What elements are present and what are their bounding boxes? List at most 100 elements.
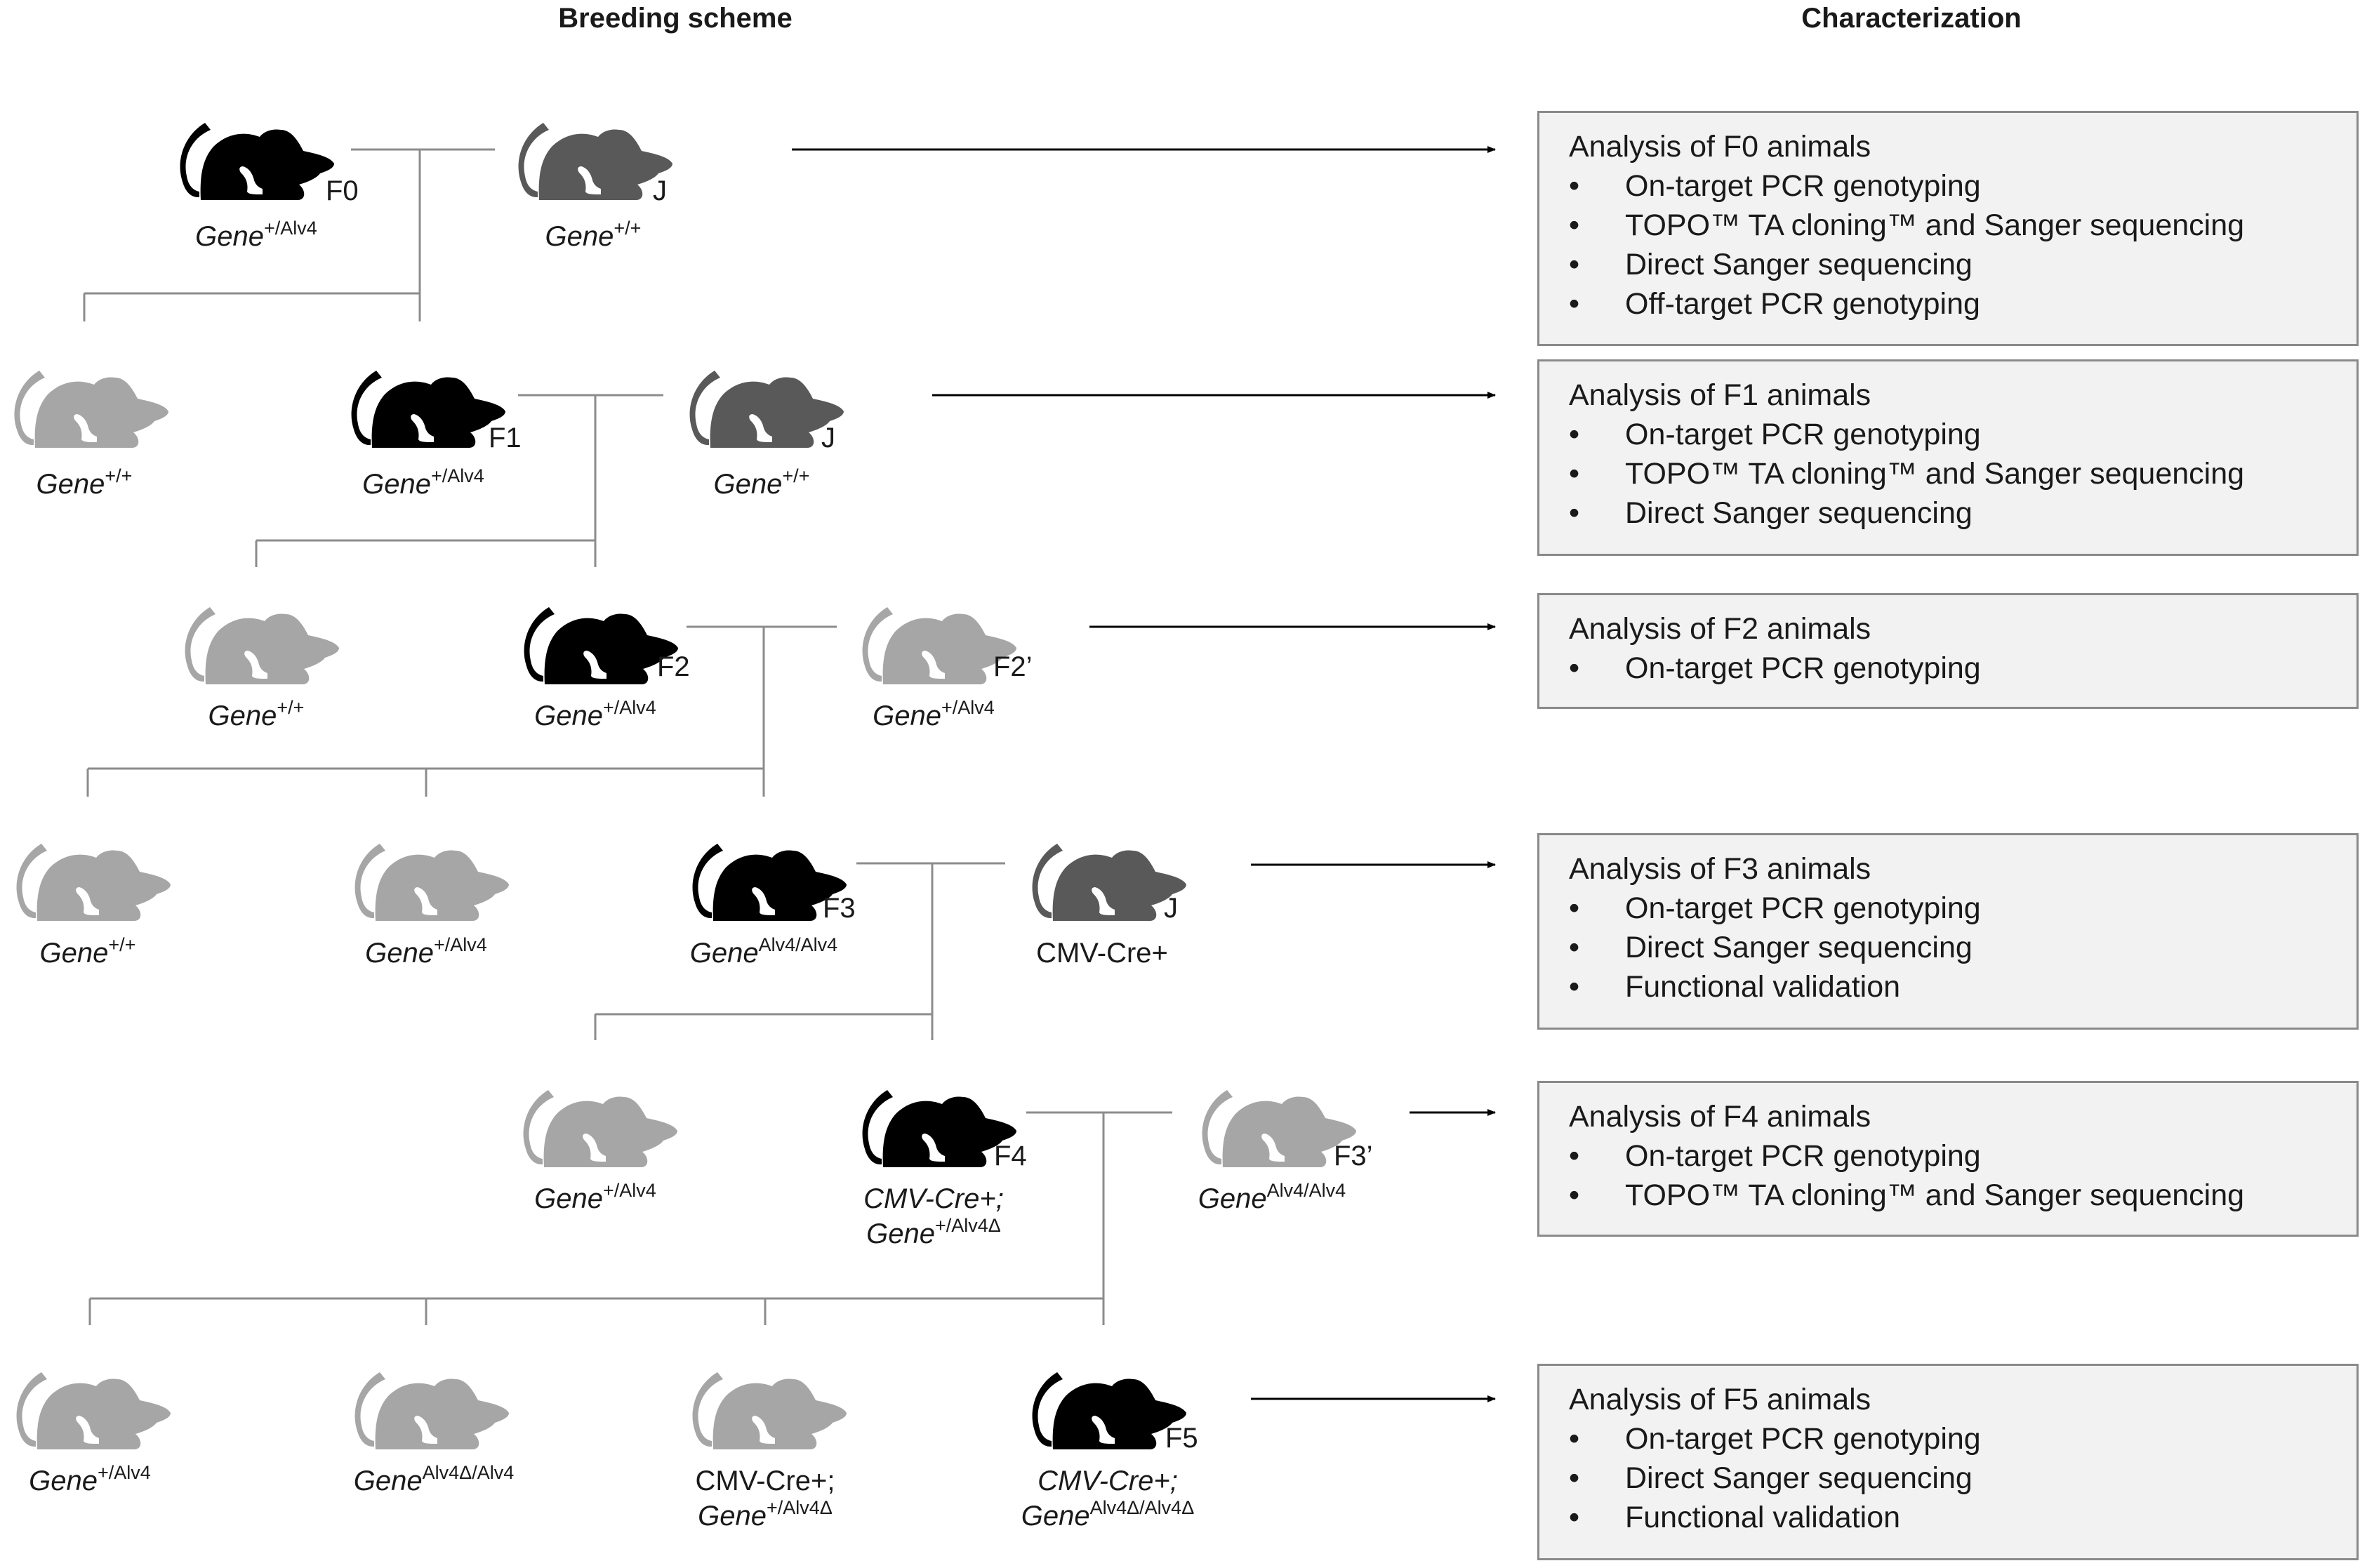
- genotype-label-sibling: Gene+/+: [37, 465, 133, 505]
- mouse-icon-f1: [337, 343, 505, 455]
- analysis-item: TOPO™ TA cloning™ and Sanger sequencing: [1569, 1176, 2356, 1215]
- mouse-icon-f3-prime: [1188, 1062, 1356, 1174]
- analysis-list: On-target PCR genotyping Direct Sanger s…: [1569, 1419, 2356, 1537]
- genotype-label-f1: Gene+/Alv4: [362, 465, 484, 505]
- genotype-label-f3-prime: GeneAlv4/Alv4: [1198, 1180, 1346, 1219]
- mouse-icon-f5: [1018, 1344, 1186, 1456]
- allele: +/+: [782, 465, 810, 486]
- allele: +/Alv4Δ: [935, 1215, 1001, 1236]
- analysis-list: On-target PCR genotyping TOPO™ TA clonin…: [1569, 166, 2356, 324]
- analysis-box-f2: Analysis of F2 animals On-target PCR gen…: [1537, 593, 2359, 709]
- genotype-label-f0: Gene+/Alv4: [195, 218, 317, 257]
- generation-label-f4: F4: [994, 1141, 1027, 1171]
- analysis-item: TOPO™ TA cloning™ and Sanger sequencing: [1569, 454, 2356, 493]
- gene-name: Gene: [29, 1466, 98, 1496]
- gene-name: Gene: [698, 1501, 767, 1532]
- cmv-cre-prefix: CMV-Cre+;: [1038, 1466, 1178, 1496]
- generation-label-f3-prime: F3’: [1334, 1141, 1373, 1171]
- gene-name: Gene: [362, 469, 432, 500]
- analysis-item: On-target PCR genotyping: [1569, 1419, 2356, 1459]
- mouse-icon-f4: [848, 1062, 1016, 1174]
- genotype-label-sibling: Gene+/+: [39, 934, 136, 974]
- analysis-title: Analysis of F3 animals: [1569, 852, 1871, 886]
- analysis-box-f4: Analysis of F4 animals On-target PCR gen…: [1537, 1081, 2359, 1237]
- analysis-item: Off-target PCR genotyping: [1569, 284, 2356, 324]
- analysis-box-f1: Analysis of F1 animals On-target PCR gen…: [1537, 359, 2359, 556]
- analysis-list: On-target PCR genotyping: [1569, 649, 2356, 688]
- analysis-box-f0: Analysis of F0 animals On-target PCR gen…: [1537, 111, 2359, 346]
- mouse-icon-sibling: [0, 343, 168, 455]
- cmv-cre-prefix: CMV-Cre+;: [695, 1466, 835, 1496]
- allele: Alv4Δ/Alv4: [422, 1462, 515, 1483]
- cmv-cre-prefix: CMV-Cre+;: [863, 1183, 1004, 1214]
- generation-label-j3: J: [1164, 893, 1178, 924]
- allele: +/+: [614, 218, 642, 239]
- generation-label-f0: F0: [326, 175, 359, 206]
- analysis-item: On-target PCR genotyping: [1569, 889, 2356, 928]
- analysis-item: Direct Sanger sequencing: [1569, 928, 2356, 967]
- gene-name: Gene: [1021, 1501, 1090, 1532]
- analysis-item: Direct Sanger sequencing: [1569, 245, 2356, 284]
- mouse-icon-j3: [1018, 816, 1186, 928]
- gene-name: Gene: [353, 1466, 423, 1496]
- analysis-item: TOPO™ TA cloning™ and Sanger sequencing: [1569, 206, 2356, 245]
- gene-name: Gene: [689, 938, 759, 969]
- analysis-title: Analysis of F5 animals: [1569, 1383, 1871, 1416]
- analysis-item: Functional validation: [1569, 967, 2356, 1006]
- allele: +/Alv4: [434, 934, 487, 955]
- genotype-label-sibling: Gene+/+: [208, 697, 305, 736]
- analysis-title: Analysis of F1 animals: [1569, 378, 1871, 412]
- generation-label-f3: F3: [823, 893, 856, 924]
- analysis-item: Direct Sanger sequencing: [1569, 1459, 2356, 1498]
- allele: +/+: [108, 934, 136, 955]
- genotype-label-sibling: Gene+/Alv4: [29, 1462, 151, 1501]
- analysis-item: On-target PCR genotyping: [1569, 649, 2356, 688]
- genotype-label-sibling: Gene+/Alv4: [365, 934, 487, 974]
- analysis-title: Analysis of F2 animals: [1569, 612, 1871, 646]
- genotype-label-f2: Gene+/Alv4: [534, 697, 656, 736]
- genotype-label-j3: CMV-Cre+: [1036, 936, 1168, 971]
- analysis-box-f5: Analysis of F5 animals On-target PCR gen…: [1537, 1364, 2359, 1560]
- allele: +/+: [105, 465, 133, 486]
- genotype-label-sibling: CMV-Cre+; Gene+/Alv4Δ: [696, 1463, 835, 1536]
- allele: Alv4Δ/Alv4Δ: [1089, 1497, 1195, 1518]
- mouse-icon-f2-prime: [848, 579, 1016, 691]
- analysis-item: Functional validation: [1569, 1498, 2356, 1537]
- allele: +/Alv4: [941, 697, 995, 718]
- generation-label-f2-prime: F2’: [993, 651, 1033, 682]
- analysis-list: On-target PCR genotyping TOPO™ TA clonin…: [1569, 415, 2356, 533]
- breeding-scheme-heading: Breeding scheme: [558, 3, 793, 34]
- mouse-icon-sibling: [340, 1344, 509, 1456]
- generation-label-f1: F1: [489, 423, 522, 453]
- mouse-icon-f0: [166, 95, 334, 207]
- gene-name: Gene: [866, 1218, 936, 1249]
- gene-name: Gene: [873, 700, 942, 731]
- generation-label-f2: F2: [657, 651, 690, 682]
- gene-name: Gene: [534, 700, 604, 731]
- genotype-label-sibling: GeneAlv4Δ/Alv4: [353, 1462, 515, 1501]
- analysis-list: On-target PCR genotyping TOPO™ TA clonin…: [1569, 1136, 2356, 1215]
- gene-name: Gene: [208, 700, 277, 731]
- allele: +/Alv4: [264, 218, 317, 239]
- analysis-list: On-target PCR genotyping Direct Sanger s…: [1569, 889, 2356, 1006]
- gene-name: Gene: [39, 938, 109, 969]
- genotype-label-f2-prime: Gene+/Alv4: [873, 697, 995, 736]
- genotype-label-f5: CMV-Cre+; GeneAlv4Δ/Alv4Δ: [1021, 1463, 1194, 1536]
- genotype-label-j0: Gene+/+: [545, 218, 642, 257]
- analysis-item: Direct Sanger sequencing: [1569, 493, 2356, 533]
- mouse-icon-f2: [510, 579, 678, 691]
- analysis-title: Analysis of F4 animals: [1569, 1100, 1871, 1134]
- mouse-icon-sibling: [340, 816, 509, 928]
- mouse-icon-j1: [675, 343, 844, 455]
- analysis-item: On-target PCR genotyping: [1569, 415, 2356, 454]
- allele: +/Alv4Δ: [767, 1497, 833, 1518]
- mouse-icon-f3: [678, 816, 847, 928]
- analysis-item: On-target PCR genotyping: [1569, 1136, 2356, 1176]
- genotype-label-j1: Gene+/+: [714, 465, 810, 505]
- generation-label-f5: F5: [1165, 1423, 1198, 1454]
- genotype-label-f3: GeneAlv4/Alv4: [689, 934, 837, 974]
- gene-name: Gene: [1198, 1183, 1267, 1214]
- allele: +/Alv4: [431, 465, 484, 486]
- allele: +/Alv4: [603, 697, 656, 718]
